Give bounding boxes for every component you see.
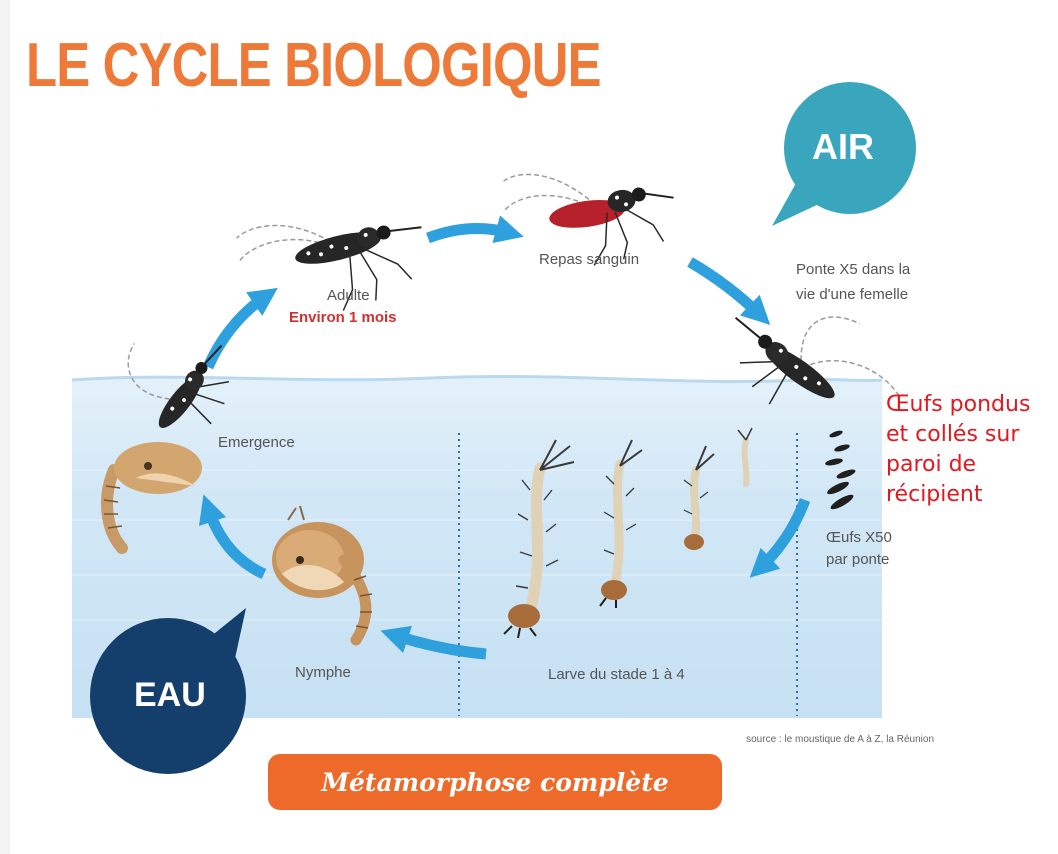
annotation-oeufs-pondus: Œufs pondus et collés sur paroi de récip… [886, 390, 1056, 510]
label-adulte: Adulte [327, 287, 370, 304]
arrow-emergence-to-adulte [208, 296, 266, 367]
annotation-line-3: paroi de [886, 450, 1056, 480]
label-adulte-duree: Environ 1 mois [289, 309, 397, 326]
label-ponte-line1: Ponte X5 dans la [796, 257, 910, 282]
annotation-line-1: Œufs pondus [886, 390, 1056, 420]
eau-label: EAU [134, 676, 206, 715]
annotation-line-4: récipient [886, 480, 1056, 510]
label-repas-sanguin: Repas sanguin [539, 251, 639, 268]
label-larve: Larve du stade 1 à 4 [548, 666, 685, 683]
label-ponte-line2: vie d'une femelle [796, 282, 908, 307]
label-emergence: Emergence [218, 434, 295, 451]
arrow-adulte-to-repas [428, 229, 510, 238]
banner-text: Métamorphose complète [321, 768, 668, 797]
metamorphose-banner: Métamorphose complète [268, 754, 722, 810]
annotation-line-2: et collés sur [886, 420, 1056, 450]
label-oeufs-line1: Œufs X50 [826, 529, 892, 546]
source-credit: source : le moustique de A à Z, la Réuni… [746, 734, 934, 745]
label-oeufs-line2: par ponte [826, 551, 889, 568]
arrow-repas-to-ponte [690, 262, 760, 315]
label-nymphe: Nymphe [295, 664, 351, 681]
air-label: AIR [812, 126, 874, 168]
